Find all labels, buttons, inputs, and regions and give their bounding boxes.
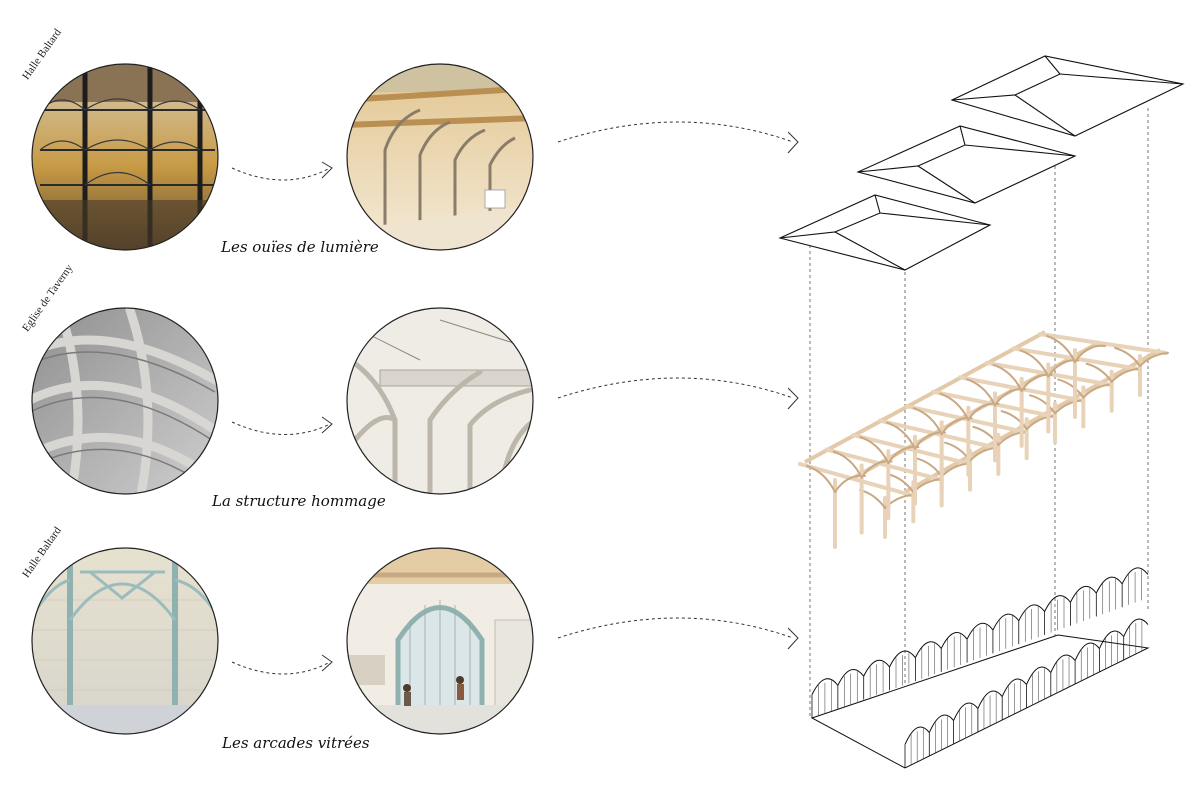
timber-strut xyxy=(997,430,1028,446)
arcade-arch xyxy=(889,650,916,668)
timber-strut xyxy=(859,489,886,509)
arcade-arch xyxy=(914,641,942,658)
arcade-arch xyxy=(1018,604,1046,621)
timber-strut xyxy=(1114,347,1141,367)
timber-cross-beam xyxy=(1038,332,1168,355)
arrow-row2-to-render xyxy=(231,416,333,435)
timber-strut xyxy=(886,421,916,450)
arcade-arch xyxy=(928,714,954,733)
timber-cross-beam xyxy=(798,462,913,497)
arcade-bay xyxy=(1123,618,1149,660)
arrow-row2-to-structure xyxy=(557,377,799,410)
arcade-bay xyxy=(1098,630,1125,672)
arcade-bay xyxy=(889,650,916,691)
arrow-row1-to-render xyxy=(231,161,333,181)
arcade-bay xyxy=(1050,654,1076,696)
timber-strut xyxy=(966,378,996,407)
timber-strut xyxy=(806,465,836,493)
arcade-bay xyxy=(811,678,839,718)
render-glazed-arcades xyxy=(347,548,533,734)
caption-row2: La structure hommage xyxy=(212,492,386,510)
arcade-arch xyxy=(1123,618,1149,637)
timber-frame xyxy=(798,462,914,549)
timber-strut xyxy=(1082,383,1113,399)
timber-strut xyxy=(1019,349,1050,378)
arcade-bay xyxy=(1044,595,1071,635)
caption-row3: Les arcades vitrées xyxy=(222,734,370,752)
timber-strut xyxy=(992,363,1023,392)
roof-module-1 xyxy=(778,194,992,271)
timber-strut xyxy=(1139,352,1169,367)
arcade-arch xyxy=(1070,585,1097,603)
timber-strut xyxy=(1054,399,1084,415)
arrow-row3-to-render xyxy=(231,654,333,675)
render-tribute-structure xyxy=(347,308,533,494)
arcade-arch xyxy=(811,678,839,695)
arcade-arch xyxy=(1098,630,1125,649)
arcade-bay xyxy=(863,659,890,700)
timber-cross-beam xyxy=(824,447,942,482)
arcade-bay xyxy=(953,702,979,744)
timber-cross-beam xyxy=(878,418,998,450)
arcade-arch xyxy=(1001,678,1027,697)
arcade-bay xyxy=(1121,567,1149,608)
arcade-bay xyxy=(928,714,954,756)
arcade-bay xyxy=(904,726,930,768)
arcade-arch xyxy=(992,613,1020,631)
timber-strut xyxy=(912,407,943,436)
arcade-bay xyxy=(1095,576,1123,617)
arcade-arch xyxy=(1026,666,1052,685)
timber-strut xyxy=(1046,335,1076,363)
arcade-bay xyxy=(1001,678,1027,720)
arcade-bay xyxy=(992,613,1020,654)
timber-cross-beam xyxy=(851,433,970,466)
arcade-arch xyxy=(977,690,1003,709)
arcade-bay xyxy=(940,632,968,672)
arcade-arch xyxy=(1095,576,1123,594)
arcade-arch xyxy=(863,659,890,677)
timber-strut xyxy=(1057,378,1085,399)
arcade-arch xyxy=(953,702,979,721)
timber-strut xyxy=(1074,344,1106,363)
timber-strut xyxy=(832,450,863,479)
timber-strut xyxy=(939,392,970,421)
timber-strut xyxy=(887,473,915,494)
timber-strut xyxy=(1025,415,1056,431)
arcade-bay xyxy=(1026,666,1052,708)
render-light-vents xyxy=(347,64,533,250)
arrow-row1-to-roof xyxy=(557,121,799,154)
arcade-arch xyxy=(940,632,968,649)
arcade-arch xyxy=(966,622,994,640)
caption-row1: Les ouïes de lumière xyxy=(221,238,379,256)
arcade-arch xyxy=(904,726,930,745)
photo-halle-baltard-roof xyxy=(32,64,218,250)
arcade-bay xyxy=(966,622,994,663)
arcade-bay xyxy=(977,690,1003,732)
arcade-bay xyxy=(1018,604,1046,645)
arcade-arch xyxy=(1044,595,1071,612)
photo-halle-baltard-arcade xyxy=(32,548,218,734)
timber-strut xyxy=(1085,362,1113,383)
roof-module-3 xyxy=(950,55,1185,137)
timber-strut xyxy=(1110,367,1141,383)
timber-structure xyxy=(798,330,1169,549)
arcade-arch xyxy=(1074,642,1100,661)
arcade-arch xyxy=(1050,654,1076,673)
arcade-bay xyxy=(1074,642,1100,684)
roof-module-2 xyxy=(856,125,1077,204)
arcade-arch xyxy=(1121,567,1149,585)
arcade-arch xyxy=(837,668,865,686)
arcade-bay xyxy=(914,641,942,682)
timber-strut xyxy=(859,436,890,465)
timber-frame xyxy=(1038,332,1169,419)
timber-strut xyxy=(1000,410,1028,431)
arcade-bay xyxy=(1070,585,1097,626)
arrow-row3-to-arcades xyxy=(557,617,799,650)
timber-strut xyxy=(1029,394,1056,415)
photo-eglise-de-taverny-vault xyxy=(32,308,218,494)
arcade-bay xyxy=(837,668,865,709)
glazed-arcade-base xyxy=(810,567,1150,769)
